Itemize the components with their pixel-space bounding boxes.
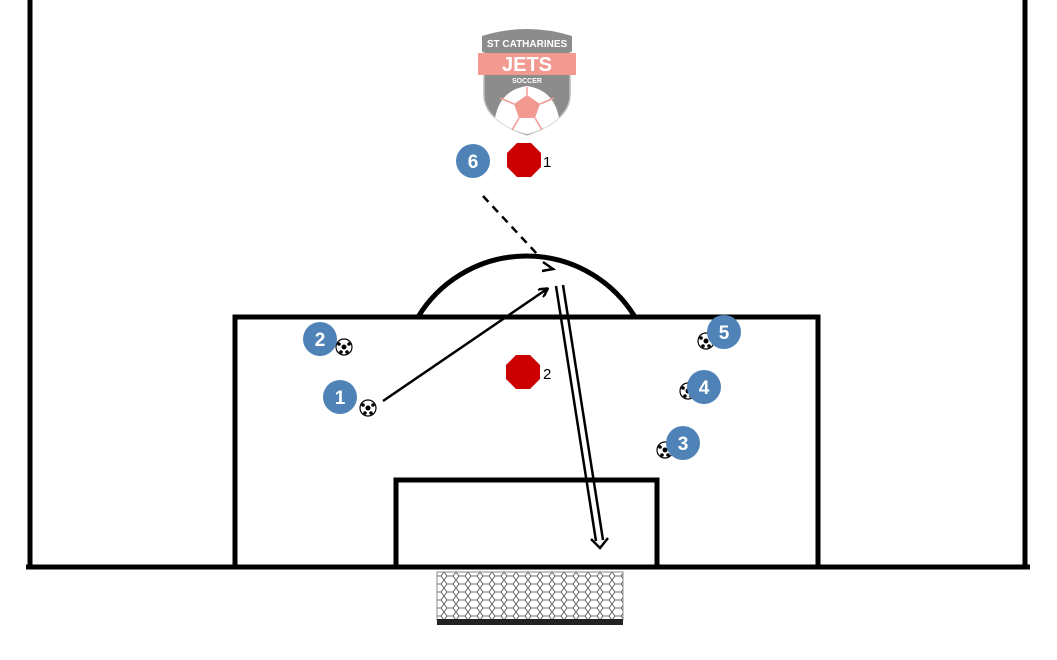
player-3: 3: [666, 426, 700, 460]
player-number: 3: [678, 434, 689, 455]
cone-label: 2: [543, 366, 551, 383]
cone-label: 1: [543, 154, 551, 171]
shot-line-b: [561, 284, 605, 541]
player-number: 4: [699, 378, 710, 399]
player-2: 2: [303, 322, 337, 356]
goal-net: [436, 571, 624, 625]
player-1: 1: [323, 380, 357, 414]
player-number: 5: [719, 323, 730, 344]
cones: 1 2: [506, 143, 551, 389]
player-number: 6: [468, 152, 479, 173]
player-circle: [707, 315, 741, 349]
logo-main-text: JETS: [502, 54, 552, 76]
logo: ST CATHARINES JETS SOCCER: [478, 29, 576, 136]
player-number: 2: [315, 330, 326, 351]
player-circle: [687, 370, 721, 404]
player-circle: [456, 144, 490, 178]
soccer-ball-icon: [335, 338, 353, 356]
logo-top-text: ST CATHARINES: [487, 39, 568, 50]
run-end-marker: [541, 260, 557, 273]
player-6: 6: [456, 144, 490, 178]
shot-arrowhead: [590, 537, 609, 550]
player-circle: [323, 380, 357, 414]
goal-box: [393, 477, 660, 570]
pass-arrow: [382, 289, 547, 403]
player-5: 5: [707, 315, 741, 349]
movement-lines: [382, 195, 609, 550]
player-4: 4: [687, 370, 721, 404]
run-path-dashed: [482, 195, 539, 256]
penalty-arc: [415, 253, 638, 319]
field-lines: [26, 0, 1030, 570]
player-number: 1: [335, 388, 346, 409]
cone-2: 2: [506, 355, 551, 389]
player-circle: [303, 322, 337, 356]
logo-sub-text: SOCCER: [512, 78, 542, 85]
cone-1: 1: [507, 143, 551, 177]
players: 6 2 1 5 4 3: [303, 144, 741, 460]
player-circle: [666, 426, 700, 460]
shot-line-a: [554, 285, 598, 542]
soccer-ball-icon: [359, 399, 377, 417]
